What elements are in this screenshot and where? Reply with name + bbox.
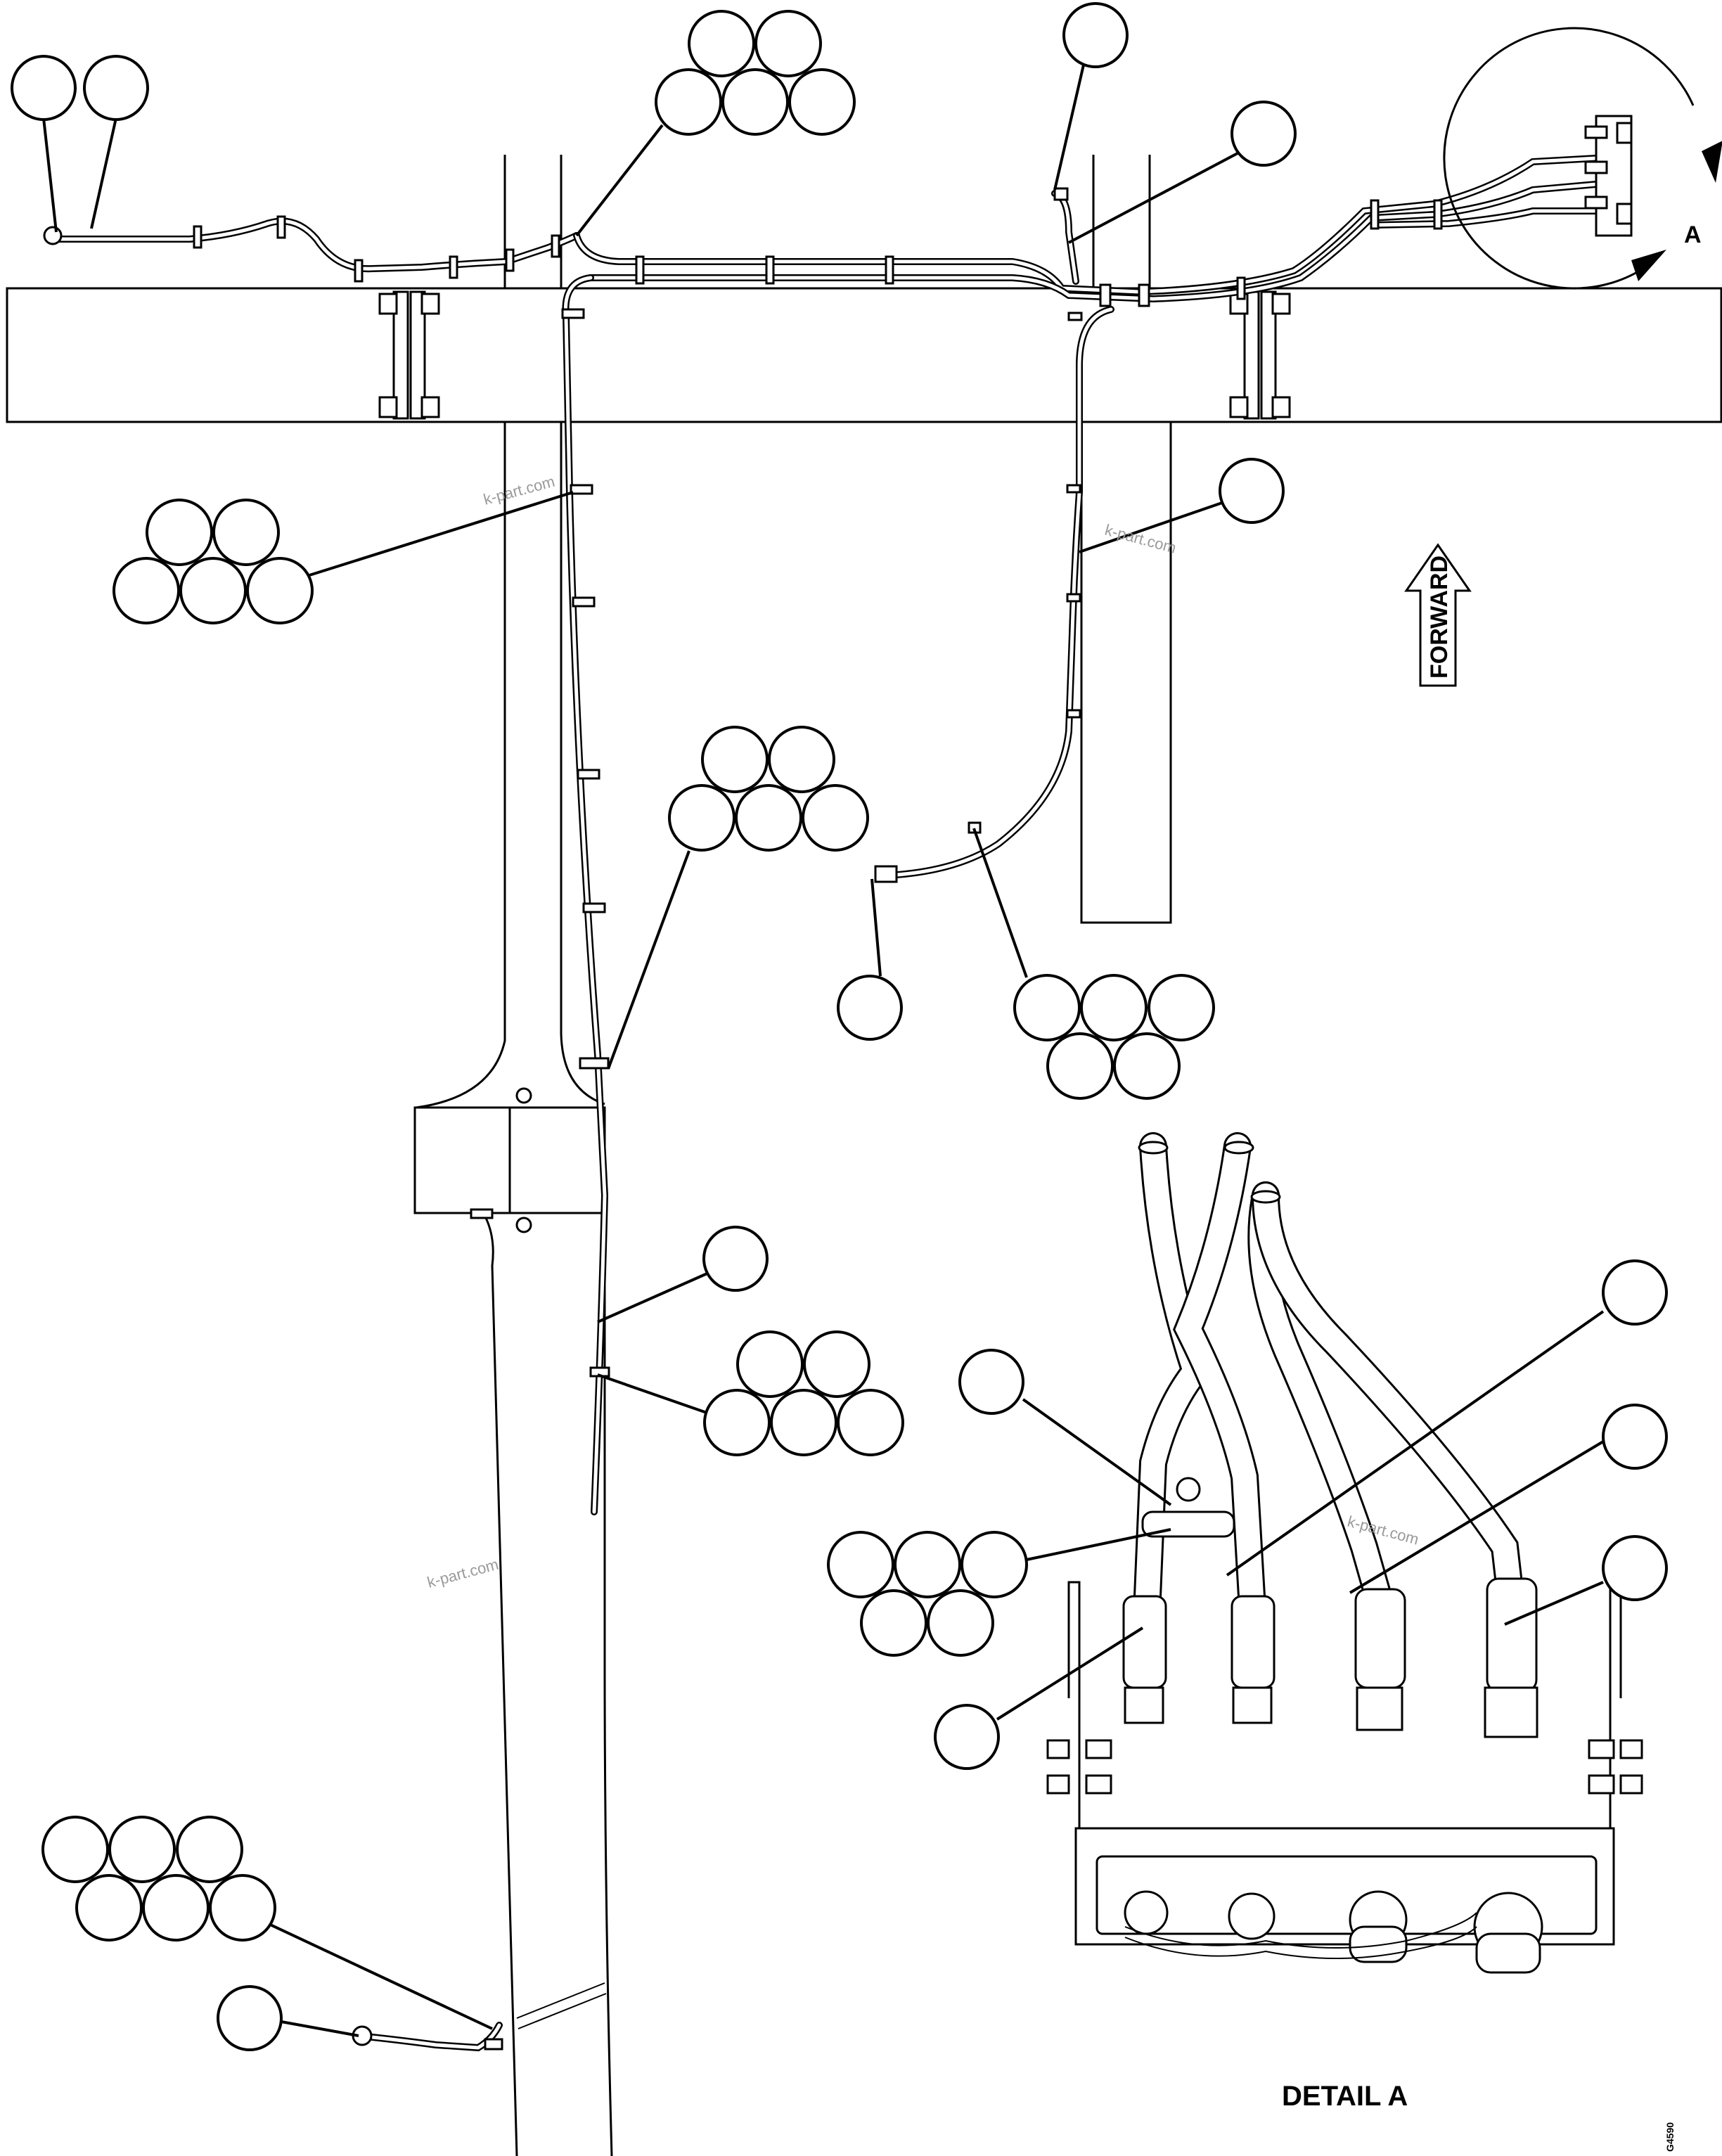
hose-clips bbox=[43, 187, 1443, 2051]
callout-bottom-left-cluster bbox=[41, 1816, 276, 1942]
forward-arrow: FORWARD bbox=[1404, 543, 1472, 687]
callout-lower-left-single bbox=[702, 1226, 769, 1292]
callout-bubbles bbox=[11, 2, 1668, 2051]
cross-beam bbox=[6, 287, 1722, 423]
detail-a-view: DETAIL A G4590 bbox=[1046, 1132, 1676, 2152]
beam-clamps bbox=[378, 290, 1291, 420]
detail-a-caption: DETAIL A bbox=[1282, 2081, 1408, 2112]
callout-lower-center-cluster bbox=[703, 1330, 904, 1456]
callout-detail-clamp-single bbox=[958, 1349, 1024, 1415]
view-a-marker: A bbox=[1443, 27, 1722, 290]
mount-bracket bbox=[413, 1106, 511, 1214]
callout-detail-clamp-cluster bbox=[827, 1531, 1028, 1657]
callout-upper-right-single bbox=[1231, 101, 1297, 167]
forward-label: FORWARD bbox=[1426, 556, 1453, 679]
callout-top-center-cluster bbox=[655, 10, 856, 136]
callout-bottom-fitting-single bbox=[837, 975, 903, 1041]
view-a-letter: A bbox=[1684, 222, 1702, 248]
watermark-3: k-part.com bbox=[425, 1555, 501, 1591]
hose-routing bbox=[53, 155, 1600, 2052]
drawing-code: G4590 bbox=[1664, 2122, 1676, 2152]
callout-detail-hose-4-single bbox=[1602, 1535, 1668, 1601]
watermark-2: k-part.com bbox=[1103, 521, 1178, 557]
watermark-1: k-part.com bbox=[482, 473, 557, 508]
callout-detail-hose-3-single bbox=[1602, 1404, 1668, 1470]
callout-detail-hose-1-single bbox=[934, 1704, 1000, 1770]
leader-lines bbox=[42, 61, 1605, 2037]
callout-bottom-clip-cluster bbox=[1013, 974, 1215, 1100]
callout-bottom-left-single bbox=[217, 1985, 283, 2051]
callout-top-right-single bbox=[1062, 2, 1129, 68]
callout-detail-hose-2-single bbox=[1602, 1259, 1668, 1326]
callout-top-left-pair bbox=[11, 55, 149, 121]
callout-mid-center-cluster bbox=[668, 726, 869, 852]
callout-left-frame-cluster bbox=[113, 499, 314, 624]
callout-right-rail-single bbox=[1219, 458, 1285, 524]
machine-frame bbox=[6, 155, 1722, 2156]
